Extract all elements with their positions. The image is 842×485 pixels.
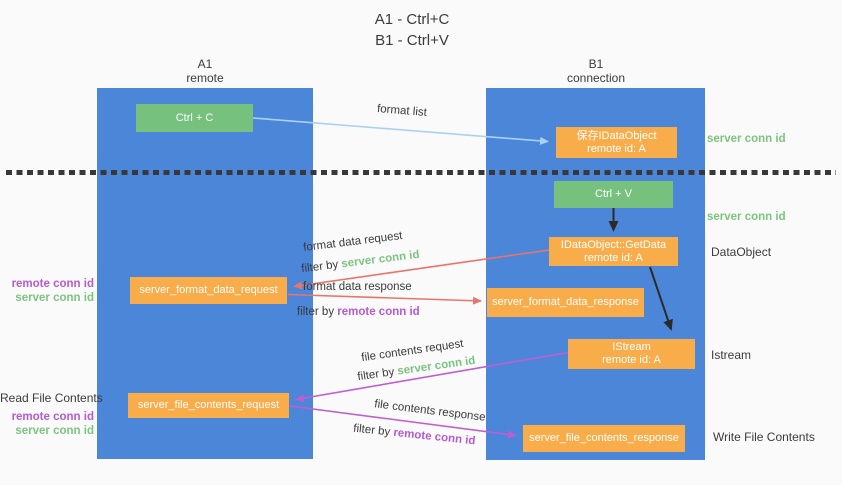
edge-format-data-request <box>293 249 550 290</box>
label-istream: Istream <box>711 348 752 362</box>
node-istream: IStream remote id: A <box>568 339 695 369</box>
label-format-data-response: format data response <box>303 281 412 293</box>
conn-id-labels-bottom: remote conn id server conn id <box>0 410 94 438</box>
diagram-title: A1 - Ctrl+C B1 - Ctrl+V <box>312 9 512 51</box>
title-line-1: A1 - Ctrl+C <box>374 11 450 28</box>
label-server-conn-id-left-bottom: server conn id <box>15 425 94 437</box>
label-dataobject: DataObject <box>711 245 772 259</box>
remote-conn-id-text: remote conn id <box>337 306 420 318</box>
node-server-file-contents-request: server_file_contents_request <box>128 393 289 418</box>
node-idataobject-getdata: IDataObject::GetData remote id: A <box>549 237 678 266</box>
edge-file-contents-response <box>289 405 517 439</box>
node-ctrl-c: Ctrl + C <box>136 104 253 132</box>
node-server-format-data-response: server_format_data_response <box>487 288 644 317</box>
ctrl-c-label: Ctrl + C <box>175 111 214 124</box>
conn-id-labels-mid: remote conn id server conn id <box>0 277 94 305</box>
edge-format-data-response <box>287 293 482 305</box>
label-remote-conn-id-left-mid: remote conn id <box>11 278 94 290</box>
format-request-label: server_format_data_request <box>139 284 278 296</box>
getdata-line2: remote id: A <box>584 251 643 264</box>
title-line-2: B1 - Ctrl+V <box>375 32 449 49</box>
istream-line2: remote id: A <box>602 354 661 366</box>
lane-b1-role: connection <box>566 71 626 85</box>
lane-header-a1: A1 remote <box>145 57 265 85</box>
label-server-conn-id-right-mid: server conn id <box>707 211 786 223</box>
ctrl-v-label: Ctrl + V <box>595 188 632 200</box>
label-read-file-contents: Read File Contents <box>0 391 103 405</box>
label-remote-conn-id-left-bottom: remote conn id <box>11 411 94 423</box>
save-idataobject-line2: remote id: A <box>587 142 646 155</box>
node-server-file-contents-response: server_file_contents_response <box>523 425 685 452</box>
istream-line1: IStream <box>612 341 651 353</box>
label-server-conn-id-right-top: server conn id <box>707 133 786 145</box>
node-save-idataobject: 保存IDataObject remote id: A <box>556 127 677 158</box>
label-filter-by-remote-conn-id-1: filter by remote conn id <box>297 306 420 318</box>
file-response-label: server_file_contents_response <box>529 432 679 444</box>
filter-by-text: filter by <box>297 306 338 318</box>
lane-a1-role: remote <box>186 71 224 85</box>
edge-format-list <box>252 117 549 145</box>
lane-header-b1: B1 connection <box>536 57 656 85</box>
label-server-conn-id-left-mid: server conn id <box>15 292 94 304</box>
machine-boundary-dotted-line <box>6 170 836 175</box>
label-write-file-contents: Write File Contents <box>713 430 815 444</box>
node-ctrl-v: Ctrl + V <box>554 181 673 208</box>
edge-file-contents-request <box>295 351 569 403</box>
getdata-line1: IDataObject::GetData <box>560 238 667 251</box>
node-server-format-data-request: server_format_data_request <box>130 277 287 304</box>
file-request-label: server_file_contents_request <box>137 399 280 411</box>
edge-getdata-to-istream <box>649 266 673 331</box>
lane-a1-name: A1 <box>197 57 213 71</box>
lane-b1-name: B1 <box>588 57 604 71</box>
format-response-label: server_format_data_response <box>492 296 639 308</box>
save-idataobject-line1: 保存IDataObject <box>576 129 657 142</box>
